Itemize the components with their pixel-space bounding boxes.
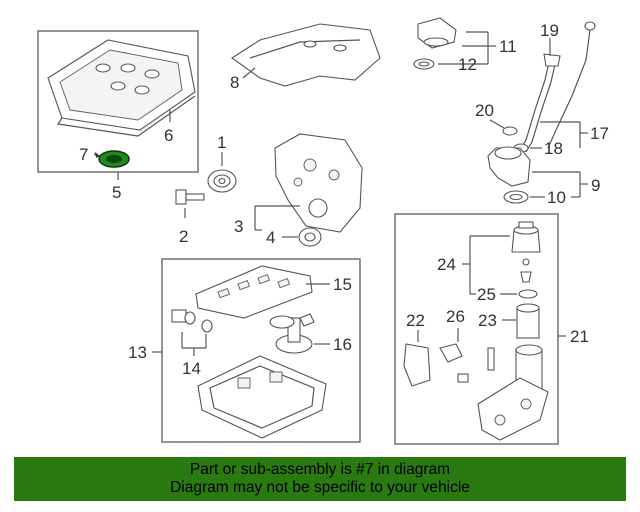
label-4: 4	[266, 228, 275, 247]
banner-line-1: Part or sub-assembly is #7 in diagram	[189, 461, 451, 478]
part-25-oring[interactable]	[518, 289, 538, 299]
part-23-filter[interactable]	[516, 303, 540, 339]
part-12-seal[interactable]	[413, 58, 435, 70]
part-2-bolt[interactable]	[175, 189, 205, 205]
part-14-fittings[interactable]	[171, 309, 213, 333]
part-4-seal[interactable]	[298, 227, 322, 247]
label-20: 20	[475, 101, 494, 120]
label-21: 21	[570, 327, 589, 346]
part-1-pulley[interactable]	[207, 169, 237, 193]
oil-filter-housing[interactable]	[477, 344, 549, 441]
label-26: 26	[446, 307, 465, 326]
label-1: 1	[217, 133, 226, 152]
label-16: 16	[333, 335, 352, 354]
part-8-cover[interactable]	[231, 23, 381, 87]
part-16-oil-pump-pickup[interactable]	[269, 313, 315, 354]
part-20-oring[interactable]	[502, 126, 518, 136]
oil-filler-cap[interactable]	[417, 17, 457, 49]
label-24: 24	[437, 255, 456, 274]
label-2: 2	[179, 227, 188, 246]
part-10-gasket[interactable]	[503, 190, 529, 204]
oil-filler-tube[interactable]	[487, 146, 531, 187]
label-23: 23	[478, 311, 497, 330]
dipstick-tube[interactable]	[519, 53, 561, 153]
label-22: 22	[406, 311, 425, 330]
part-24-filter-cap[interactable]	[511, 221, 541, 253]
oil-pan-group-box	[161, 258, 361, 443]
banner-line-2: Diagram may not be specific to your vehi…	[170, 479, 470, 496]
label-17: 17	[590, 124, 609, 143]
dipstick[interactable]	[547, 21, 596, 149]
part-22-gasket[interactable]	[403, 343, 431, 387]
label-14: 14	[182, 359, 201, 378]
label-19: 19	[540, 21, 559, 40]
label-12: 12	[458, 55, 477, 74]
label-25: 25	[477, 285, 496, 304]
label-13: 13	[128, 343, 147, 362]
label-6: 6	[164, 126, 173, 145]
label-11: 11	[499, 37, 517, 56]
label-10: 10	[547, 188, 566, 207]
label-15: 15	[333, 275, 352, 294]
label-3: 3	[234, 217, 243, 236]
oil-pan[interactable]	[197, 355, 327, 439]
label-5: 5	[112, 183, 121, 202]
part-7-seal-highlighted[interactable]	[98, 150, 130, 168]
oil-filter-group-box	[394, 213, 559, 445]
label-8: 8	[230, 73, 239, 92]
part-info-banner: Part or sub-assembly is #7 in diagram Di…	[14, 457, 626, 501]
part-15-baffle[interactable]	[195, 265, 313, 319]
valve-cover[interactable]	[47, 39, 196, 137]
label-18: 18	[544, 139, 563, 158]
label-7: 7	[79, 145, 88, 164]
filter-small-parts[interactable]	[520, 258, 532, 283]
part-3-timing-cover[interactable]	[274, 133, 363, 233]
part-26-sensor[interactable]	[439, 343, 495, 383]
label-9: 9	[591, 176, 600, 195]
